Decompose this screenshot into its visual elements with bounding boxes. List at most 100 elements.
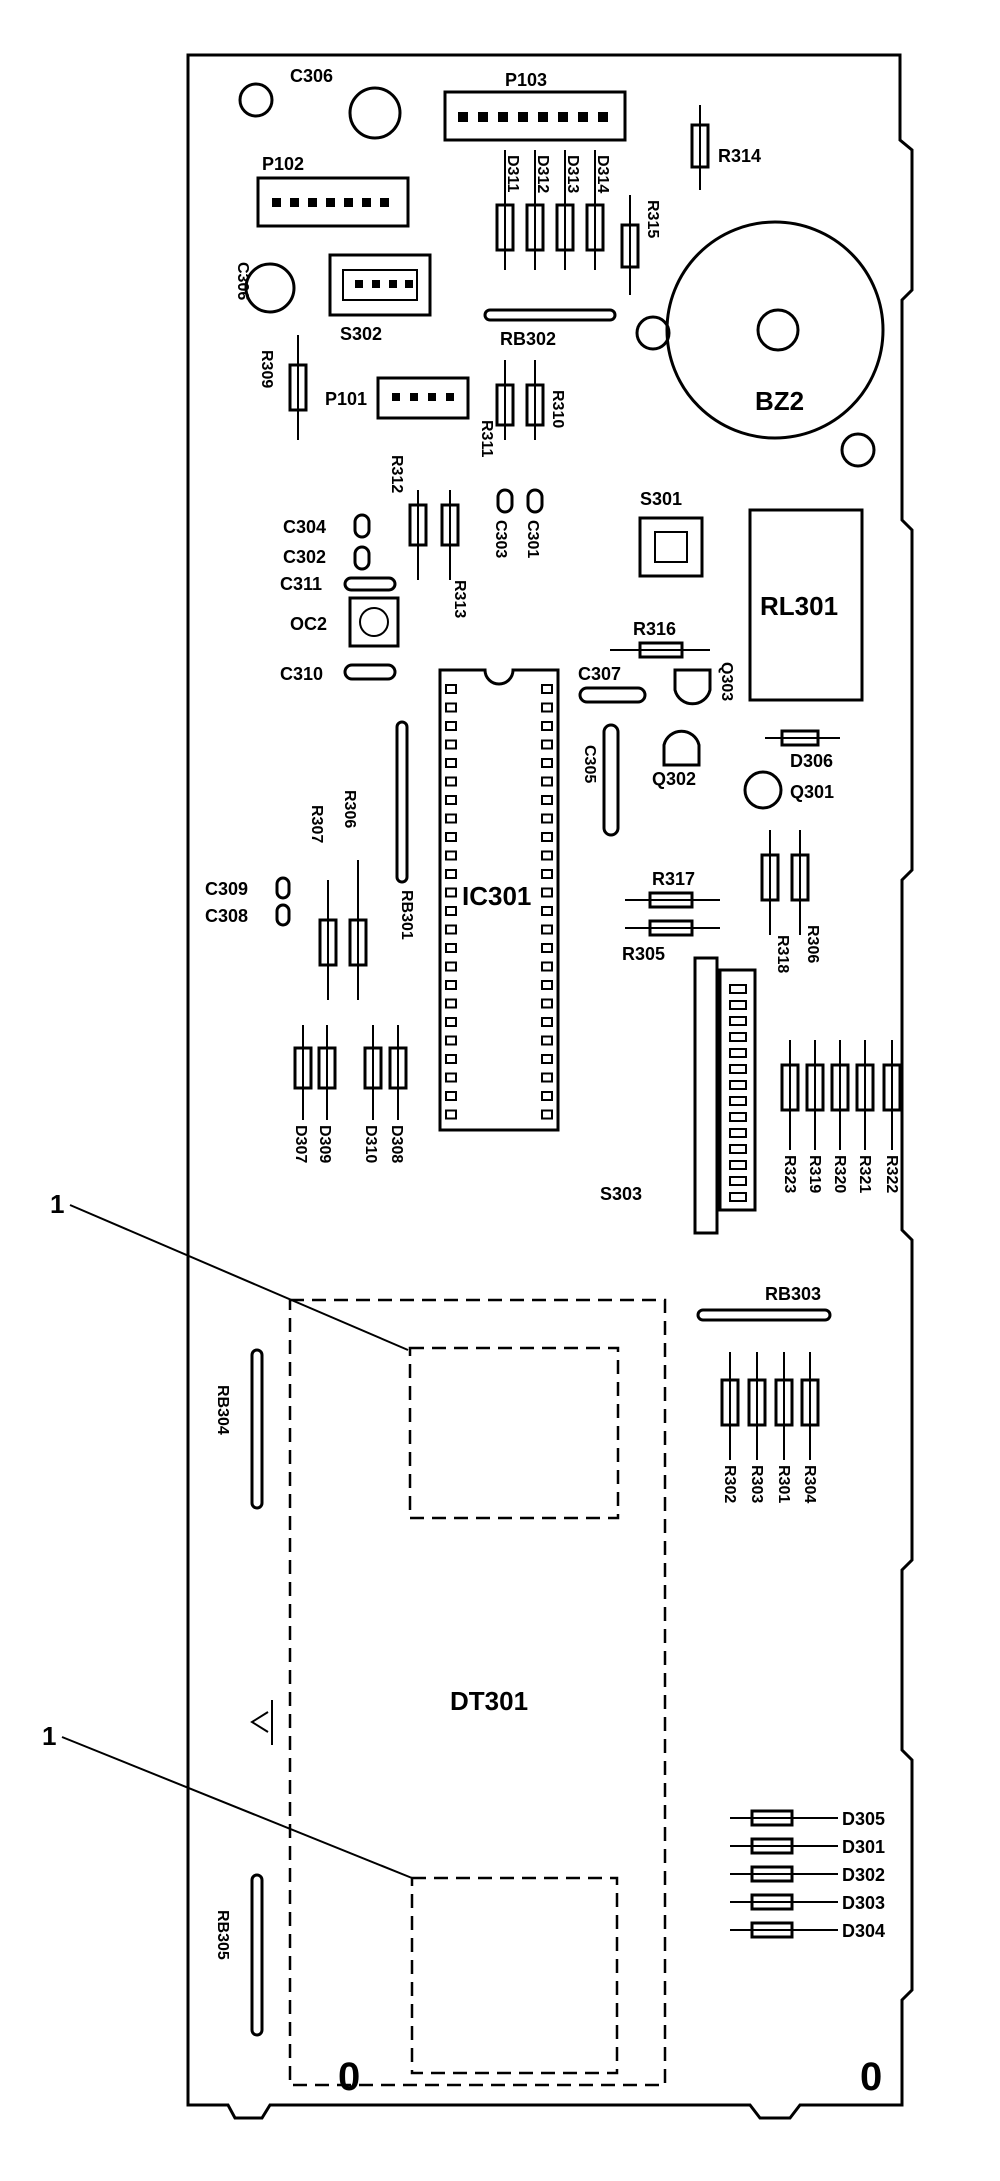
label-r313: R313 xyxy=(451,580,468,618)
orientation-mark xyxy=(250,1700,273,1745)
ic-pin xyxy=(445,739,457,750)
switch-pin xyxy=(729,1064,747,1074)
ic-pin xyxy=(445,850,457,861)
resistor-group-r301-r304 xyxy=(720,1352,820,1460)
switch-s302-body xyxy=(328,253,432,317)
ic-pin xyxy=(445,961,457,972)
ic-pin xyxy=(445,924,457,935)
callout-number-upper: 1 xyxy=(50,1189,64,1219)
switch-pin xyxy=(729,1128,747,1138)
label-rb302: RB302 xyxy=(500,329,556,349)
label-r318: R318 xyxy=(774,935,791,973)
ic-pin xyxy=(541,684,553,694)
label-s302: S302 xyxy=(340,324,382,344)
label-rb301: RB301 xyxy=(398,890,415,940)
label-r305: R305 xyxy=(622,944,665,964)
label-s303: S303 xyxy=(600,1184,642,1204)
buzzer-bz2-body xyxy=(665,220,885,440)
label-p101: P101 xyxy=(325,389,367,409)
transistor-q301 xyxy=(743,770,783,810)
transistor-q302 xyxy=(662,729,701,767)
mounting-hole-bottom-right: 0 xyxy=(860,2055,882,2099)
label-rl301: RL301 xyxy=(760,591,838,621)
ic-pin xyxy=(445,980,457,990)
label-bz2: BZ2 xyxy=(755,386,804,416)
callout-number-lower: 1 xyxy=(42,1721,56,1751)
resistor-r314 xyxy=(690,123,710,169)
ic-pin xyxy=(445,832,457,842)
label-p102: P102 xyxy=(262,154,304,174)
label-r312: R312 xyxy=(388,455,405,493)
ic-pin xyxy=(445,1017,457,1027)
connector-p101-body xyxy=(376,376,470,420)
resistor-r307 xyxy=(318,918,338,967)
label-r310: R310 xyxy=(549,390,566,428)
ic-pin xyxy=(445,906,457,916)
label-d304: D304 xyxy=(842,1921,885,1941)
ic-pin xyxy=(541,943,553,953)
label-dt301: DT301 xyxy=(450,1686,528,1716)
ic-pin xyxy=(541,1091,553,1101)
resistor-r311 xyxy=(495,383,515,427)
label-p103: P103 xyxy=(505,70,547,90)
ic-pin xyxy=(541,776,553,787)
connector-p103-pins xyxy=(458,112,608,122)
buzzer-bz2-center xyxy=(756,308,800,352)
label-r302: R302 xyxy=(721,1465,738,1503)
label-c302: C302 xyxy=(283,547,326,567)
ic-pin xyxy=(445,702,457,713)
resistor-r305 xyxy=(648,919,694,937)
ic-ic301-pins-left xyxy=(445,684,457,1120)
ic-pin xyxy=(445,887,457,898)
display-window-upper xyxy=(408,1346,620,1520)
callout-leader-lower xyxy=(61,1736,413,1879)
capacitor-c303 xyxy=(496,488,514,514)
ic-pin xyxy=(541,1035,553,1046)
resistor-r306-left xyxy=(348,918,368,967)
label-d308: D308 xyxy=(388,1125,405,1163)
capacitor-c311 xyxy=(343,576,397,592)
label-c306-top: C306 xyxy=(290,66,333,86)
resistor-group-r319-r323 xyxy=(780,1040,902,1150)
label-r303: R303 xyxy=(748,1465,765,1503)
switch-s301-body xyxy=(638,516,704,578)
label-d314: D314 xyxy=(594,155,611,193)
label-d303: D303 xyxy=(842,1893,885,1913)
capacitor-c305 xyxy=(602,723,620,837)
ic-ic301-body xyxy=(438,668,560,1132)
label-c306-left: C306 xyxy=(234,262,251,300)
label-rb303: RB303 xyxy=(765,1284,821,1304)
resistor-bank-rb305 xyxy=(250,1873,264,2037)
mounting-hole-top xyxy=(238,82,274,118)
label-q302: Q302 xyxy=(652,769,696,789)
connector-p102-pins xyxy=(272,198,389,207)
label-rb305: RB305 xyxy=(214,1910,231,1960)
display-dt301-outline xyxy=(288,1298,667,2087)
label-d302: D302 xyxy=(842,1865,885,1885)
resistor-bank-rb304 xyxy=(250,1348,264,1510)
resistor-r317 xyxy=(648,891,694,909)
label-ic301: IC301 xyxy=(462,881,531,911)
label-c307: C307 xyxy=(578,664,621,684)
ic-pin xyxy=(445,1072,457,1083)
label-r320: R320 xyxy=(831,1155,848,1193)
label-d311: D311 xyxy=(504,155,521,192)
label-oc2: OC2 xyxy=(290,614,327,634)
label-d312: D312 xyxy=(534,155,551,193)
ic-pin xyxy=(445,943,457,953)
resistor-r313 xyxy=(440,503,460,547)
label-r317: R317 xyxy=(652,869,695,889)
label-q303: Q303 xyxy=(718,662,735,701)
label-d305: D305 xyxy=(842,1809,885,1829)
label-c305: C305 xyxy=(581,745,598,783)
capacitor-c308 xyxy=(275,903,291,927)
label-r306-right: R306 xyxy=(804,925,821,963)
label-r314: R314 xyxy=(718,146,761,166)
label-s301: S301 xyxy=(640,489,682,509)
ic-pin xyxy=(445,776,457,787)
switch-pin xyxy=(729,1048,747,1058)
ic-pin xyxy=(541,1072,553,1083)
switch-pin xyxy=(729,1080,747,1090)
label-c311: C311 xyxy=(280,574,322,594)
